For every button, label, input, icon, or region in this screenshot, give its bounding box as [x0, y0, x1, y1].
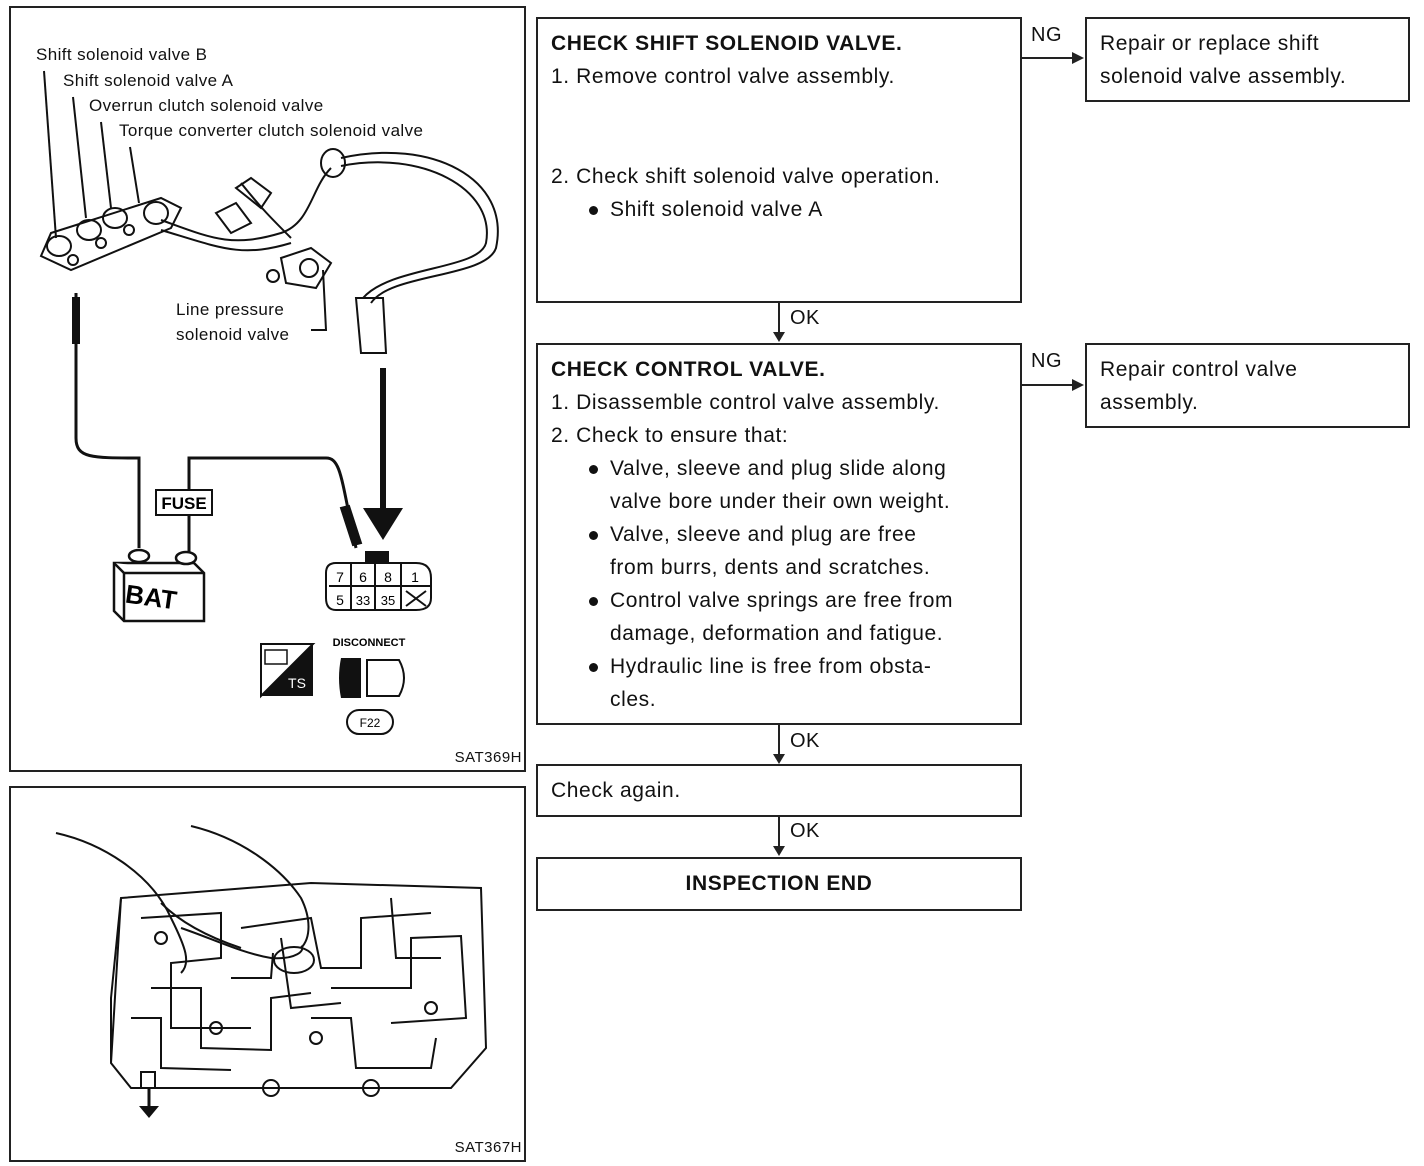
bullet-dot: [589, 206, 598, 215]
ng1-label: NG: [1031, 24, 1062, 46]
fuse-label: FUSE: [161, 494, 206, 513]
ng1-box-line1: Repair or replace shift: [1100, 32, 1320, 55]
ng1-box-line2: solenoid valve assembly.: [1100, 65, 1347, 88]
step2-line2: 2. Check to ensure that:: [551, 424, 789, 447]
battery-label: BAT: [124, 579, 179, 616]
step2-bullet4-cont: cles.: [551, 683, 1020, 716]
wiring-drawing: FUSE BAT 7 6 8 1 5 33 35: [39, 70, 499, 735]
step1-title: CHECK SHIFT SOLENOID VALVE.: [551, 32, 903, 55]
ng2-connector: [1022, 384, 1074, 386]
ok2-connector: [778, 725, 780, 755]
solenoid-wiring-figure: Shift solenoid valve B Shift solenoid va…: [9, 6, 526, 772]
connector-pin-33: 33: [356, 593, 370, 608]
connector-pin-5: 5: [336, 592, 344, 608]
ng2-repair-box: Repair control valve assembly.: [1085, 343, 1410, 428]
ng2-arrowhead: [1072, 379, 1084, 391]
ok3-arrowhead: [773, 846, 785, 856]
disconnect-label: DISCONNECT: [333, 637, 406, 649]
bullet-dot: [589, 597, 598, 606]
label-line-pressure-2: solenoid valve: [176, 325, 290, 344]
step-check-control-valve: CHECK CONTROL VALVE. 1. Disassemble cont…: [536, 343, 1022, 725]
step2-bullet4: Hydraulic line is free from obsta-: [551, 650, 1020, 683]
figure-code-bottom: SAT367H: [454, 1139, 522, 1156]
ng2-box-line2: assembly.: [1100, 391, 1199, 414]
step2-bullet3-cont: damage, deformation and fatigue.: [551, 617, 1020, 650]
step2-bullet2-cont: from burrs, dents and scratches.: [551, 551, 1020, 584]
ng1-connector: [1022, 57, 1074, 59]
step2-bullet1-text-b: valve bore under their own weight.: [610, 490, 951, 513]
ng2-box-line1: Repair control valve: [1100, 358, 1298, 381]
ng1-repair-box: Repair or replace shift solenoid valve a…: [1085, 17, 1410, 102]
step2-bullet3-text-b: damage, deformation and fatigue.: [610, 622, 944, 645]
connector-pin-1: 1: [411, 569, 419, 585]
step2-bullet4-text-b: cles.: [610, 688, 657, 711]
step2-bullet2: Valve, sleeve and plug are free: [551, 518, 1020, 551]
step1-bullet1: Shift solenoid valve A: [551, 193, 1020, 226]
step2-bullet3: Control valve springs are free from: [551, 584, 1020, 617]
connector-pin-7: 7: [336, 569, 344, 585]
label-line-pressure-1: Line pressure: [176, 300, 285, 319]
label-tcc-solenoid: Torque converter clutch solenoid valve: [119, 121, 424, 140]
ng1-arrowhead: [1072, 52, 1084, 64]
step2-bullet4-text-a: Hydraulic line is free from obsta-: [610, 655, 932, 678]
ok3-label: OK: [790, 820, 820, 842]
control-valve-figure: SAT367H: [9, 786, 526, 1162]
step1-bullet1-text: Shift solenoid valve A: [610, 198, 823, 221]
label-shift-solenoid-b: Shift solenoid valve B: [36, 45, 208, 64]
step3-text: Check again.: [551, 779, 681, 802]
bullet-dot: [589, 465, 598, 474]
step2-line1: 1. Disassemble control valve assembly.: [551, 391, 940, 414]
step2-bullet2-text-b: from burrs, dents and scratches.: [610, 556, 931, 579]
connector-pin-8: 8: [384, 569, 392, 585]
ok1-label: OK: [790, 307, 820, 329]
bullet-dot: [589, 663, 598, 672]
step-check-shift-solenoid: CHECK SHIFT SOLENOID VALVE. 1. Remove co…: [536, 17, 1022, 303]
control-valve-drawing: [55, 825, 488, 1118]
connector-id-label: F22: [360, 716, 381, 730]
step-check-again: Check again.: [536, 764, 1022, 817]
figure-code-top: SAT369H: [454, 749, 522, 766]
connector-pin-35: 35: [381, 593, 395, 608]
step2-bullet3-text-a: Control valve springs are free from: [610, 589, 954, 612]
inspection-end-text: INSPECTION END: [685, 872, 873, 895]
step2-bullet1: Valve, sleeve and plug slide along: [551, 452, 1020, 485]
ok3-connector: [778, 817, 780, 847]
ok2-arrowhead: [773, 754, 785, 764]
ng2-label: NG: [1031, 350, 1062, 372]
ok1-connector: [778, 303, 780, 333]
bullet-dot: [589, 531, 598, 540]
step2-bullet2-text-a: Valve, sleeve and plug are free: [610, 523, 917, 546]
inspection-end-box: INSPECTION END: [536, 857, 1022, 911]
label-shift-solenoid-a: Shift solenoid valve A: [63, 71, 234, 90]
step2-bullet1-cont: valve bore under their own weight.: [551, 485, 1020, 518]
ok2-label: OK: [790, 730, 820, 752]
label-overrun-clutch-solenoid: Overrun clutch solenoid valve: [89, 96, 324, 115]
step2-bullet1-text-a: Valve, sleeve and plug slide along: [610, 457, 947, 480]
connector-pin-6: 6: [359, 569, 367, 585]
ok1-arrowhead: [773, 332, 785, 342]
step1-line2: 2. Check shift solenoid valve operation.: [551, 165, 941, 188]
step2-title: CHECK CONTROL VALVE.: [551, 358, 826, 381]
tester-label: TS: [288, 675, 306, 691]
step1-line1: 1. Remove control valve assembly.: [551, 65, 895, 88]
